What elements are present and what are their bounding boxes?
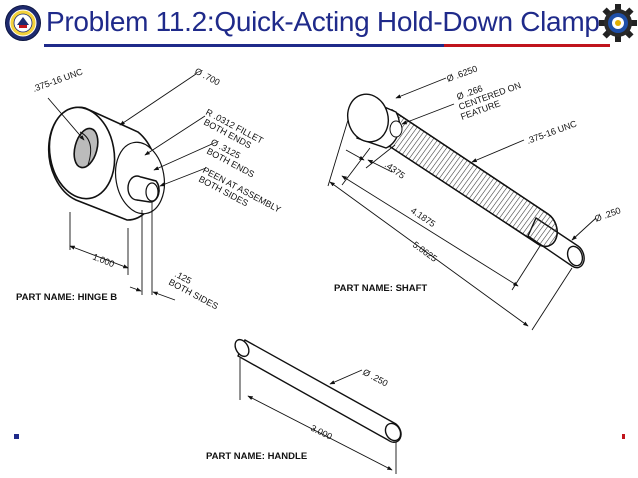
shaft-thread-length-label: 4.1875	[409, 205, 437, 229]
shaft-end-dia-label: Ø .250	[593, 205, 622, 224]
shaft-thread-label: .375-16 UNC	[525, 118, 578, 146]
university-seal-logo	[4, 4, 42, 42]
hinge-length-label: 1.000	[91, 252, 116, 270]
shaft-total-length-label: 5.0625	[411, 240, 439, 264]
hinge-thread-label: .375-16 UNC	[31, 66, 84, 94]
footer-bullet-left	[14, 434, 19, 439]
shaft-head-dia-label: Ø .6250	[445, 64, 479, 84]
hinge-b-dimensions	[47, 73, 213, 301]
gear-logo	[598, 2, 638, 46]
handle-length-label: 3.000	[309, 423, 334, 442]
hinge-outer-dia-label: Ø .700	[193, 66, 222, 88]
shaft-head-offset-label: .4375	[383, 160, 407, 181]
shaft-part-name: PART NAME: SHAFT	[334, 283, 427, 294]
handle-part-name: PART NAME: HANDLE	[206, 451, 307, 462]
hinge-part-name: PART NAME: HINGE B	[16, 292, 117, 303]
handle-dia-label: Ø .250	[361, 367, 390, 389]
slide-title: Problem 11.2:Quick-Acting Hold-Down Clam…	[46, 6, 600, 37]
title-underline	[44, 44, 610, 47]
shaft-dimensions	[327, 77, 597, 331]
hinge-b-part	[47, 106, 166, 221]
handle-dimensions	[239, 358, 397, 474]
hinge-protrusion-label-2: BOTH SIDES	[167, 277, 220, 311]
footer-bullet-right	[622, 434, 625, 439]
